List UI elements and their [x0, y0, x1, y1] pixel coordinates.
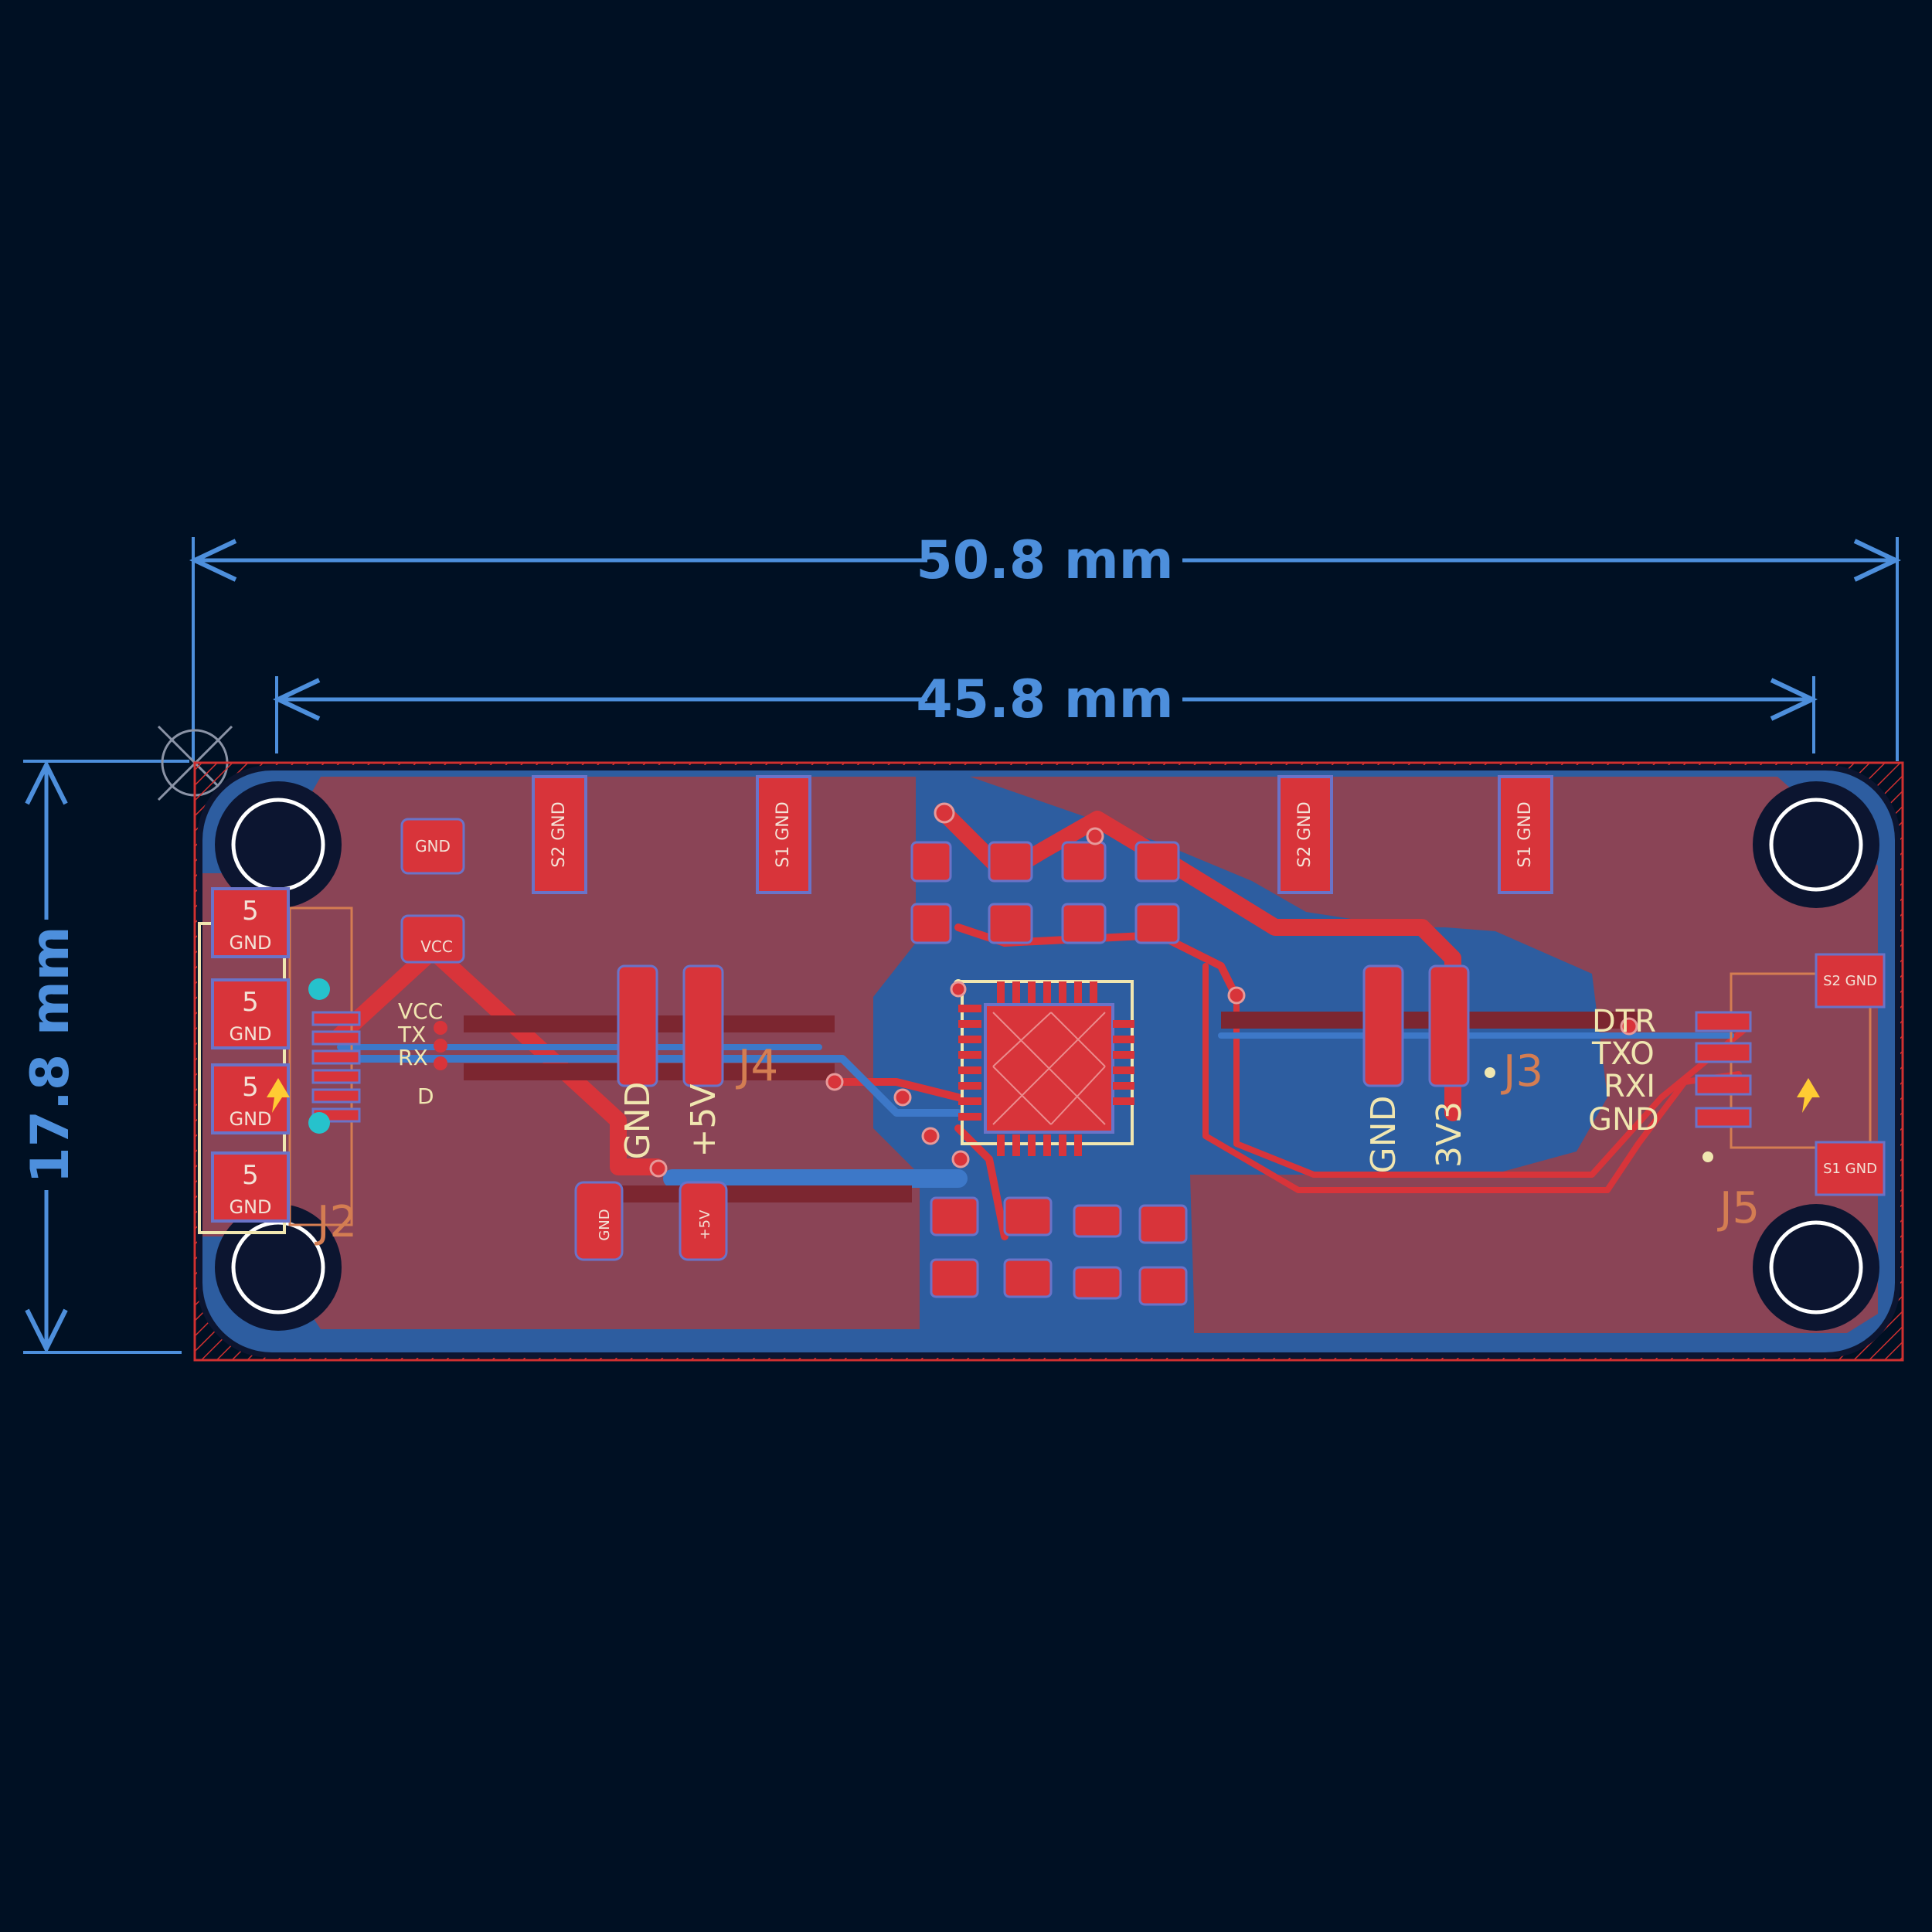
j5-side-pad-s2[interactable]: S2 GND — [1815, 953, 1886, 1009]
top-left-pad-s2[interactable]: S2 GND — [532, 775, 587, 894]
svg-text:GND: GND — [618, 1082, 658, 1160]
connector-j5[interactable]: DTR TXO RXI GND J5 — [1588, 972, 1872, 1233]
anchor-arrow-icon — [267, 1078, 1820, 1113]
svg-text:GND: GND — [229, 1108, 271, 1130]
svg-text:VCC: VCC — [420, 937, 453, 956]
svg-text:5: 5 — [242, 987, 259, 1018]
svg-text:S2 GND: S2 GND — [1295, 801, 1315, 867]
svg-text:GND: GND — [229, 1196, 271, 1218]
j2-via-bottom[interactable] — [308, 1112, 330, 1134]
top-left-pad-s1[interactable]: S1 GND — [756, 775, 811, 894]
dimension-width-outer[interactable]: 50.8 mm — [189, 530, 1902, 761]
svg-text:GND: GND — [229, 1023, 271, 1045]
ic-qfn-center[interactable] — [954, 979, 1134, 1156]
j2-silk-labels: VCC TX RX D — [397, 998, 443, 1109]
svg-text:3V3: 3V3 — [1430, 1101, 1469, 1168]
svg-text:S2 GND: S2 GND — [549, 801, 569, 867]
j2-pad-2[interactable]: 5 GND — [211, 978, 290, 1049]
svg-text:GND: GND — [1364, 1096, 1403, 1174]
j2-pin-dots[interactable] — [434, 1021, 447, 1070]
ref-j3: J3 — [1501, 1046, 1543, 1097]
passives-top-center[interactable] — [910, 841, 1180, 944]
dimension-label-width-outer: 50.8 mm — [916, 530, 1173, 591]
svg-text:+5V: +5V — [684, 1084, 723, 1158]
svg-text:S2 GND: S2 GND — [1823, 973, 1877, 989]
svg-text:TXO: TXO — [1591, 1036, 1655, 1072]
dimension-label-height: 17.8 mm — [20, 926, 81, 1183]
mounting-hole-bottom-right[interactable] — [1753, 1204, 1879, 1331]
j2-via-top[interactable] — [308, 978, 330, 1000]
svg-text:GND: GND — [415, 837, 451, 855]
svg-text:S1 GND: S1 GND — [1823, 1161, 1877, 1177]
svg-text:5: 5 — [242, 1072, 259, 1103]
top-right-pad-s2[interactable]: S2 GND — [1277, 775, 1333, 894]
svg-text:5: 5 — [242, 896, 259, 927]
svg-text:DTR: DTR — [1592, 1004, 1656, 1039]
mounting-hole-top-right[interactable] — [1753, 781, 1879, 908]
svg-text:GND: GND — [597, 1209, 613, 1240]
svg-text:D: D — [417, 1083, 434, 1109]
ref-j2: J2 — [315, 1197, 357, 1247]
svg-text:+5V: +5V — [697, 1209, 713, 1240]
connector-j3[interactable]: GND 3V3 J3 — [1362, 964, 1543, 1174]
svg-text:5: 5 — [242, 1160, 259, 1191]
j5-side-pad-s1[interactable]: S1 GND — [1815, 1141, 1886, 1196]
svg-text:RX: RX — [398, 1045, 428, 1070]
ref-j5: J5 — [1717, 1183, 1760, 1233]
svg-text:S1 GND: S1 GND — [774, 801, 793, 867]
svg-text:GND: GND — [229, 932, 271, 954]
dimension-width-inner[interactable]: 45.8 mm — [272, 669, 1818, 753]
svg-text:RXI: RXI — [1604, 1069, 1655, 1104]
dimension-label-width-inner: 45.8 mm — [916, 669, 1173, 730]
svg-text:GND: GND — [1588, 1102, 1659, 1138]
ref-j4: J4 — [736, 1041, 778, 1091]
svg-text:TX: TX — [397, 1022, 426, 1047]
svg-text:VCC: VCC — [398, 998, 443, 1024]
j2-pad-1[interactable]: 5 GND — [211, 887, 290, 958]
passives-bottom-center[interactable] — [930, 1196, 1188, 1306]
connector-j4[interactable]: GND +5V J4 GND +5V — [574, 964, 778, 1261]
capacitor-vcc-gnd[interactable]: GND VCC — [400, 818, 465, 964]
j2-pad-4[interactable]: 5 GND — [211, 1151, 290, 1223]
top-right-pad-s1[interactable]: S1 GND — [1498, 775, 1553, 894]
vias[interactable] — [649, 802, 1638, 1178]
svg-text:S1 GND: S1 GND — [1515, 801, 1535, 867]
dimension-height[interactable]: 17.8 mm — [20, 760, 189, 1354]
traces-back[interactable] — [336, 1032, 1734, 1188]
